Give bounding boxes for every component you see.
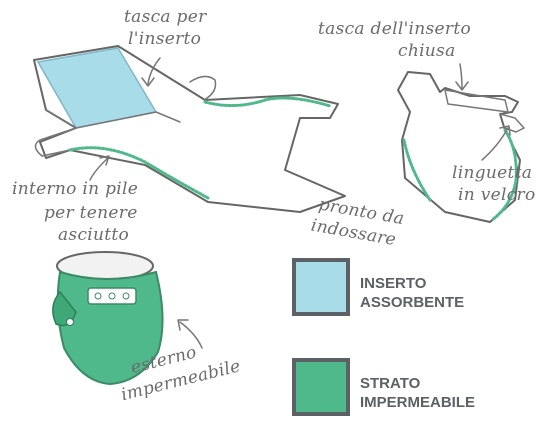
velcro-tab-label: linguetta	[452, 163, 532, 183]
closed-diaper-green-leg-left	[404, 140, 430, 200]
closed-pocket-label-2: chiusa	[398, 41, 456, 61]
insert-pocket-label-2: l'inserto	[128, 29, 201, 49]
closed-pocket-label: tasca dell'inserto	[318, 19, 471, 39]
arrow-velcro-tab	[482, 126, 510, 160]
velcro-tab-label-2: in velcro	[458, 185, 535, 205]
fleece-inner-label-3: asciutto	[58, 225, 129, 245]
small-diaper-snap-3	[123, 293, 129, 299]
arrow-closed-pocket	[456, 64, 468, 90]
small-diaper-snap-2	[109, 293, 115, 299]
open-diaper-wing-right	[190, 76, 216, 100]
fleece-inner-label-2: per tenere	[44, 203, 138, 223]
closed-diaper-waistband	[445, 90, 508, 112]
arrow-fleece-inner	[90, 156, 109, 180]
small-diaper-snap-1	[95, 293, 101, 299]
legend-label-waterproof: STRATO IMPERMEABILE	[360, 374, 475, 412]
insert-pocket-label: tasca per	[124, 7, 207, 27]
legend-label-insert: INSERTO ASSORBENTE	[360, 274, 464, 312]
legend-swatch-insert	[292, 258, 350, 316]
fleece-inner-label: interno in pile	[12, 179, 138, 199]
small-diaper-side-snap	[67, 319, 74, 326]
legend-swatch-waterproof	[292, 358, 350, 416]
